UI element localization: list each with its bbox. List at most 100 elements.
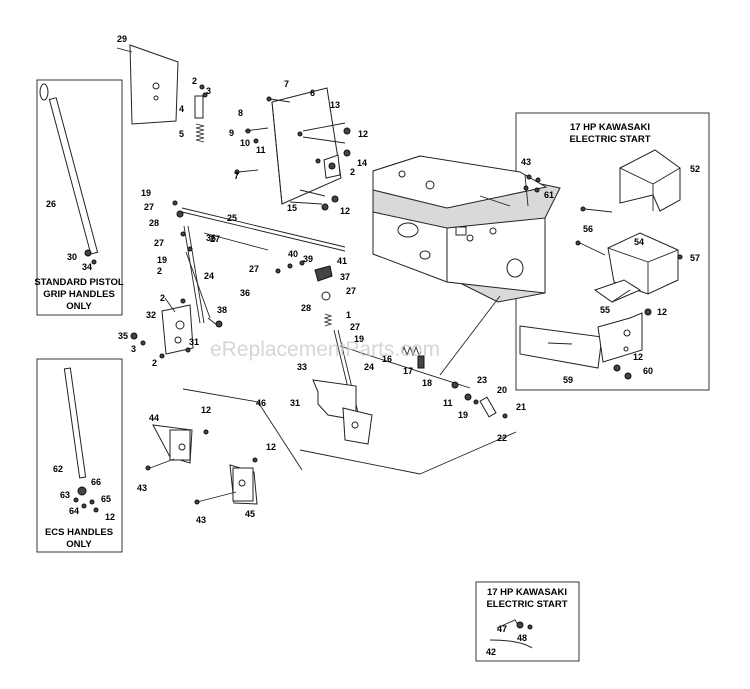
part-number-41: 41	[337, 256, 347, 266]
part-number-2: 2	[192, 76, 197, 86]
part-number-19: 19	[354, 334, 364, 344]
part-number-7: 7	[284, 79, 289, 89]
part-number-15: 15	[287, 203, 297, 213]
part-number-30: 30	[67, 252, 77, 262]
main-frame	[372, 155, 561, 303]
part-number-45: 45	[245, 509, 255, 519]
part-number-12: 12	[340, 206, 350, 216]
bracket-55	[593, 279, 642, 303]
part-number-44: 44	[149, 413, 159, 423]
part-number-26: 26	[46, 199, 56, 209]
part-number-13: 13	[330, 100, 340, 110]
part-number-3: 3	[131, 344, 136, 354]
part-number-19: 19	[157, 255, 167, 265]
part-number-32: 32	[146, 310, 156, 320]
part-number-61: 61	[544, 190, 554, 200]
part-number-17: 17	[403, 366, 413, 376]
part-number-14: 14	[357, 158, 367, 168]
part-number-54: 54	[634, 237, 644, 247]
part-number-40: 40	[288, 249, 298, 259]
part-number-62: 62	[53, 464, 63, 474]
part-number-35: 35	[118, 331, 128, 341]
part-number-2: 2	[157, 266, 162, 276]
part-number-8: 8	[238, 108, 243, 118]
part-number-42: 42	[486, 647, 496, 657]
part-number-24: 24	[204, 271, 214, 281]
bracket-32	[161, 304, 194, 355]
part-number-24: 24	[364, 362, 374, 372]
link-24a	[183, 225, 201, 324]
handle-62	[63, 367, 87, 479]
part-number-20: 20	[497, 385, 507, 395]
part-number-2: 2	[350, 167, 355, 177]
part-number-25: 25	[227, 213, 237, 223]
part-number-22: 22	[497, 433, 507, 443]
part-number-33: 33	[297, 362, 307, 372]
handle-26	[48, 97, 99, 255]
part-number-27: 27	[154, 238, 164, 248]
part-number-18: 18	[422, 378, 432, 388]
part-number-63: 63	[60, 490, 70, 500]
part-number-38: 38	[217, 305, 227, 315]
spring-5	[195, 123, 205, 143]
kawasaki-main-line1: 17 HP KAWASAKI	[570, 122, 650, 133]
watermark: eReplacementParts.com	[210, 338, 440, 361]
part-number-11: 11	[443, 398, 453, 408]
part-number-6: 6	[310, 88, 315, 98]
part-number-37: 37	[340, 272, 350, 282]
part-number-27: 27	[210, 234, 220, 244]
ecs-box	[36, 358, 123, 553]
bracket-4	[194, 95, 204, 119]
part-number-16: 16	[382, 354, 392, 364]
part-number-39: 39	[303, 254, 313, 264]
part-number-27: 27	[350, 322, 360, 332]
part-number-19: 19	[141, 188, 151, 198]
part-number-43: 43	[521, 157, 531, 167]
side-plate	[597, 312, 643, 363]
part-number-12: 12	[633, 352, 643, 362]
part-number-27: 27	[144, 202, 154, 212]
part-number-55: 55	[600, 305, 610, 315]
part-number-29: 29	[117, 34, 127, 44]
part-number-57: 57	[690, 253, 700, 263]
part-number-60: 60	[643, 366, 653, 376]
part-number-27: 27	[346, 286, 356, 296]
std-pistol-line2: GRIP HANDLES	[43, 289, 115, 300]
part-number-12: 12	[358, 129, 368, 139]
shroud-52	[619, 149, 681, 212]
part-number-34: 34	[82, 262, 92, 272]
kawasaki-small-line2: ELECTRIC START	[486, 599, 567, 610]
part-20	[479, 396, 497, 418]
part-number-56: 56	[583, 224, 593, 234]
part-number-19: 19	[458, 410, 468, 420]
kawasaki-small-line1: 17 HP KAWASAKI	[487, 587, 567, 598]
part-number-46: 46	[256, 398, 266, 408]
part-number-2: 2	[160, 293, 165, 303]
rod-25	[181, 207, 346, 248]
part-number-5: 5	[179, 129, 184, 139]
part-number-11: 11	[256, 145, 266, 155]
ecs-line2: ONLY	[66, 539, 92, 550]
part-number-59: 59	[563, 375, 573, 385]
part-number-12: 12	[201, 405, 211, 415]
part-number-21: 21	[516, 402, 526, 412]
standard-pistol-box	[36, 79, 123, 316]
box-54	[607, 232, 679, 295]
kawasaki-small-box	[475, 581, 580, 662]
part-number-48: 48	[517, 633, 527, 643]
part-number-28: 28	[149, 218, 159, 228]
part-number-4: 4	[179, 104, 184, 114]
part-number-7: 7	[234, 171, 239, 181]
kawasaki-main-line2: ELECTRIC START	[569, 134, 650, 145]
plate-59	[519, 325, 603, 369]
part-number-12: 12	[657, 307, 667, 317]
part-number-43: 43	[137, 483, 147, 493]
part-number-10: 10	[240, 138, 250, 148]
std-pistol-line3: ONLY	[66, 301, 92, 312]
part-number-9: 9	[229, 128, 234, 138]
part-number-36: 36	[206, 233, 216, 243]
part-number-2: 2	[152, 358, 157, 368]
part-number-66: 66	[91, 477, 101, 487]
part-number-43: 43	[196, 515, 206, 525]
